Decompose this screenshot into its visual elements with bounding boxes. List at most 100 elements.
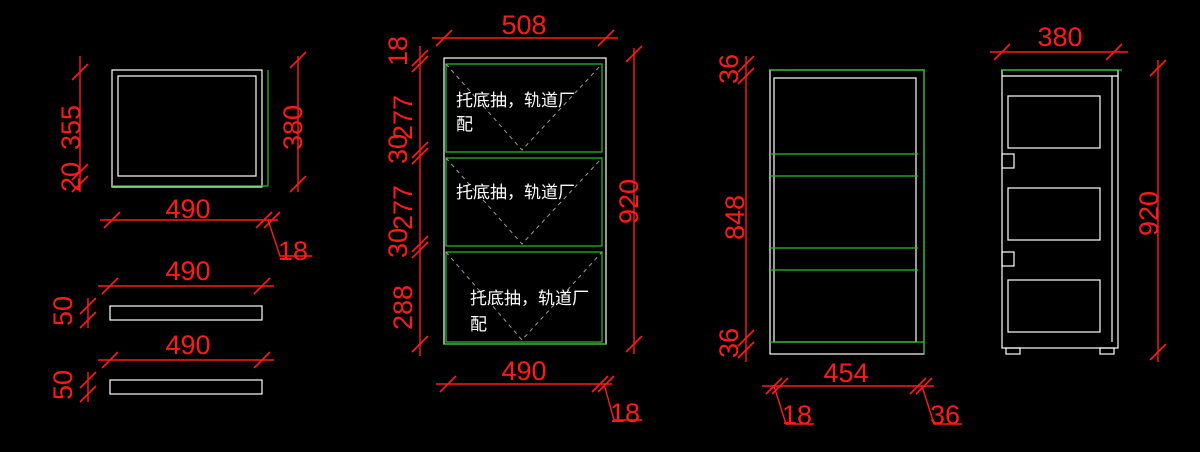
side-view: 380 920 [990,22,1167,362]
strip-b-view: 490 50 [48,330,274,403]
dim-tick [591,375,609,393]
dim-tick [103,211,121,229]
dim-tick [1105,43,1123,61]
dim-tick [289,51,307,69]
dim-tick [411,141,429,159]
strip-b-height-label: 50 [48,370,78,400]
dim-tick [253,277,271,295]
drawer-inner-outline [117,75,257,177]
drawer-1-note-line1: 托底抽，轨道厂 [456,91,575,111]
drawer-1-hidden-line [445,63,603,151]
side-height-label: 920 [1134,191,1164,236]
leader-carcass-right [921,385,962,425]
carcass-right-label: 36 [930,400,960,430]
front-gap-2-label: 30 [383,228,413,258]
carcass-outline [769,69,925,355]
front-drawer-1-label: 277 [388,95,418,140]
dim-tick [737,67,755,85]
drawer-3-hidden-line [445,251,603,341]
front-view: 508 18 277 30 277 30 288 920 490 18 托底抽，… [383,10,644,428]
dim-tick [439,375,457,393]
leader-front-side [603,383,642,421]
front-drawer-3-label: 288 [388,285,418,330]
front-width-top-label: 508 [501,10,546,40]
dim-tick [253,351,271,369]
dim-tick [101,277,119,295]
side-drawer-2 [1007,187,1101,241]
dim-tick [71,163,89,181]
dim-tick [915,377,933,395]
strip-a-height-label: 50 [48,296,78,326]
dim-tick [737,329,755,347]
carcass-width-label: 454 [823,358,868,388]
carcass-middle-label: 848 [720,195,750,240]
dim-width-label: 490 [165,194,210,224]
drawer-3-note-line2: 配 [470,315,487,335]
dim-tick [255,211,273,229]
carcass-view: 36 848 36 454 18 36 [714,54,962,430]
dim-tick [771,377,789,395]
drawer-3-panel [445,251,603,343]
leader-carcass-left [773,385,814,425]
dim-tick [993,43,1011,61]
dim-tick [625,335,643,353]
dim-tick [79,371,97,389]
dim-tick [79,385,97,403]
side-drawer-1 [1007,95,1101,149]
dim-tick [597,29,615,47]
side-depth-label: 380 [1037,22,1082,52]
carcass-top-label: 36 [714,54,744,84]
dim-tick [263,211,281,229]
dim-bottom-label: 20 [56,162,86,192]
drawer-2-panel [445,157,603,247]
dim-tick [79,311,97,329]
front-drawer-2-label: 277 [388,185,418,230]
dim-tick [411,241,429,259]
dim-height-label: 380 [278,105,308,150]
side-notch-2 [1001,251,1015,267]
drawer-1-panel [445,63,603,153]
dim-tick [737,341,755,359]
dim-tick [411,55,429,73]
dim-tick [71,63,89,81]
dim-tick [289,175,307,193]
strip-a-outline [109,305,263,321]
leader-side [267,219,312,257]
dim-tick [1149,343,1167,361]
front-top-label: 18 [383,36,413,66]
side-notch-1 [1001,153,1015,169]
dim-depth-label: 355 [56,105,86,150]
dim-tick [411,147,429,165]
drawer-1-note-line2: 配 [456,115,473,135]
strip-b-length-label: 490 [165,330,210,360]
dim-tick [79,297,97,315]
dim-tick [101,351,119,369]
dim-tick [1149,59,1167,77]
dim-tick [411,335,429,353]
side-foot-back [1099,347,1115,355]
dim-tick [597,375,615,393]
drawer-bottom-view: 355 20 380 490 18 [56,51,312,266]
drawer-2-note-line1: 托底抽，轨道厂 [456,183,575,203]
side-foot-front [1005,347,1021,355]
dim-tick [909,377,927,395]
side-drawer-3 [1007,279,1101,333]
carcass-left-label: 18 [782,400,812,430]
drawer-2-hidden-line [445,157,603,245]
carcass-bottom-label: 36 [714,328,744,358]
strip-a-length-label: 490 [165,256,210,286]
carcass-inner-outline [773,77,917,343]
strip-b-outline [109,379,263,395]
drawer-3-note-line1: 托底抽，轨道厂 [470,289,589,309]
drawer-outline [111,69,263,188]
front-height-label: 920 [614,179,644,224]
dim-tick [411,49,429,67]
front-side-label: 18 [610,398,640,428]
dim-side-label: 18 [278,236,308,266]
front-gap-1-label: 30 [383,134,413,164]
strip-a-view: 490 50 [48,256,274,329]
dim-tick [435,29,453,47]
dim-tick [625,45,643,63]
dim-tick [737,55,755,73]
